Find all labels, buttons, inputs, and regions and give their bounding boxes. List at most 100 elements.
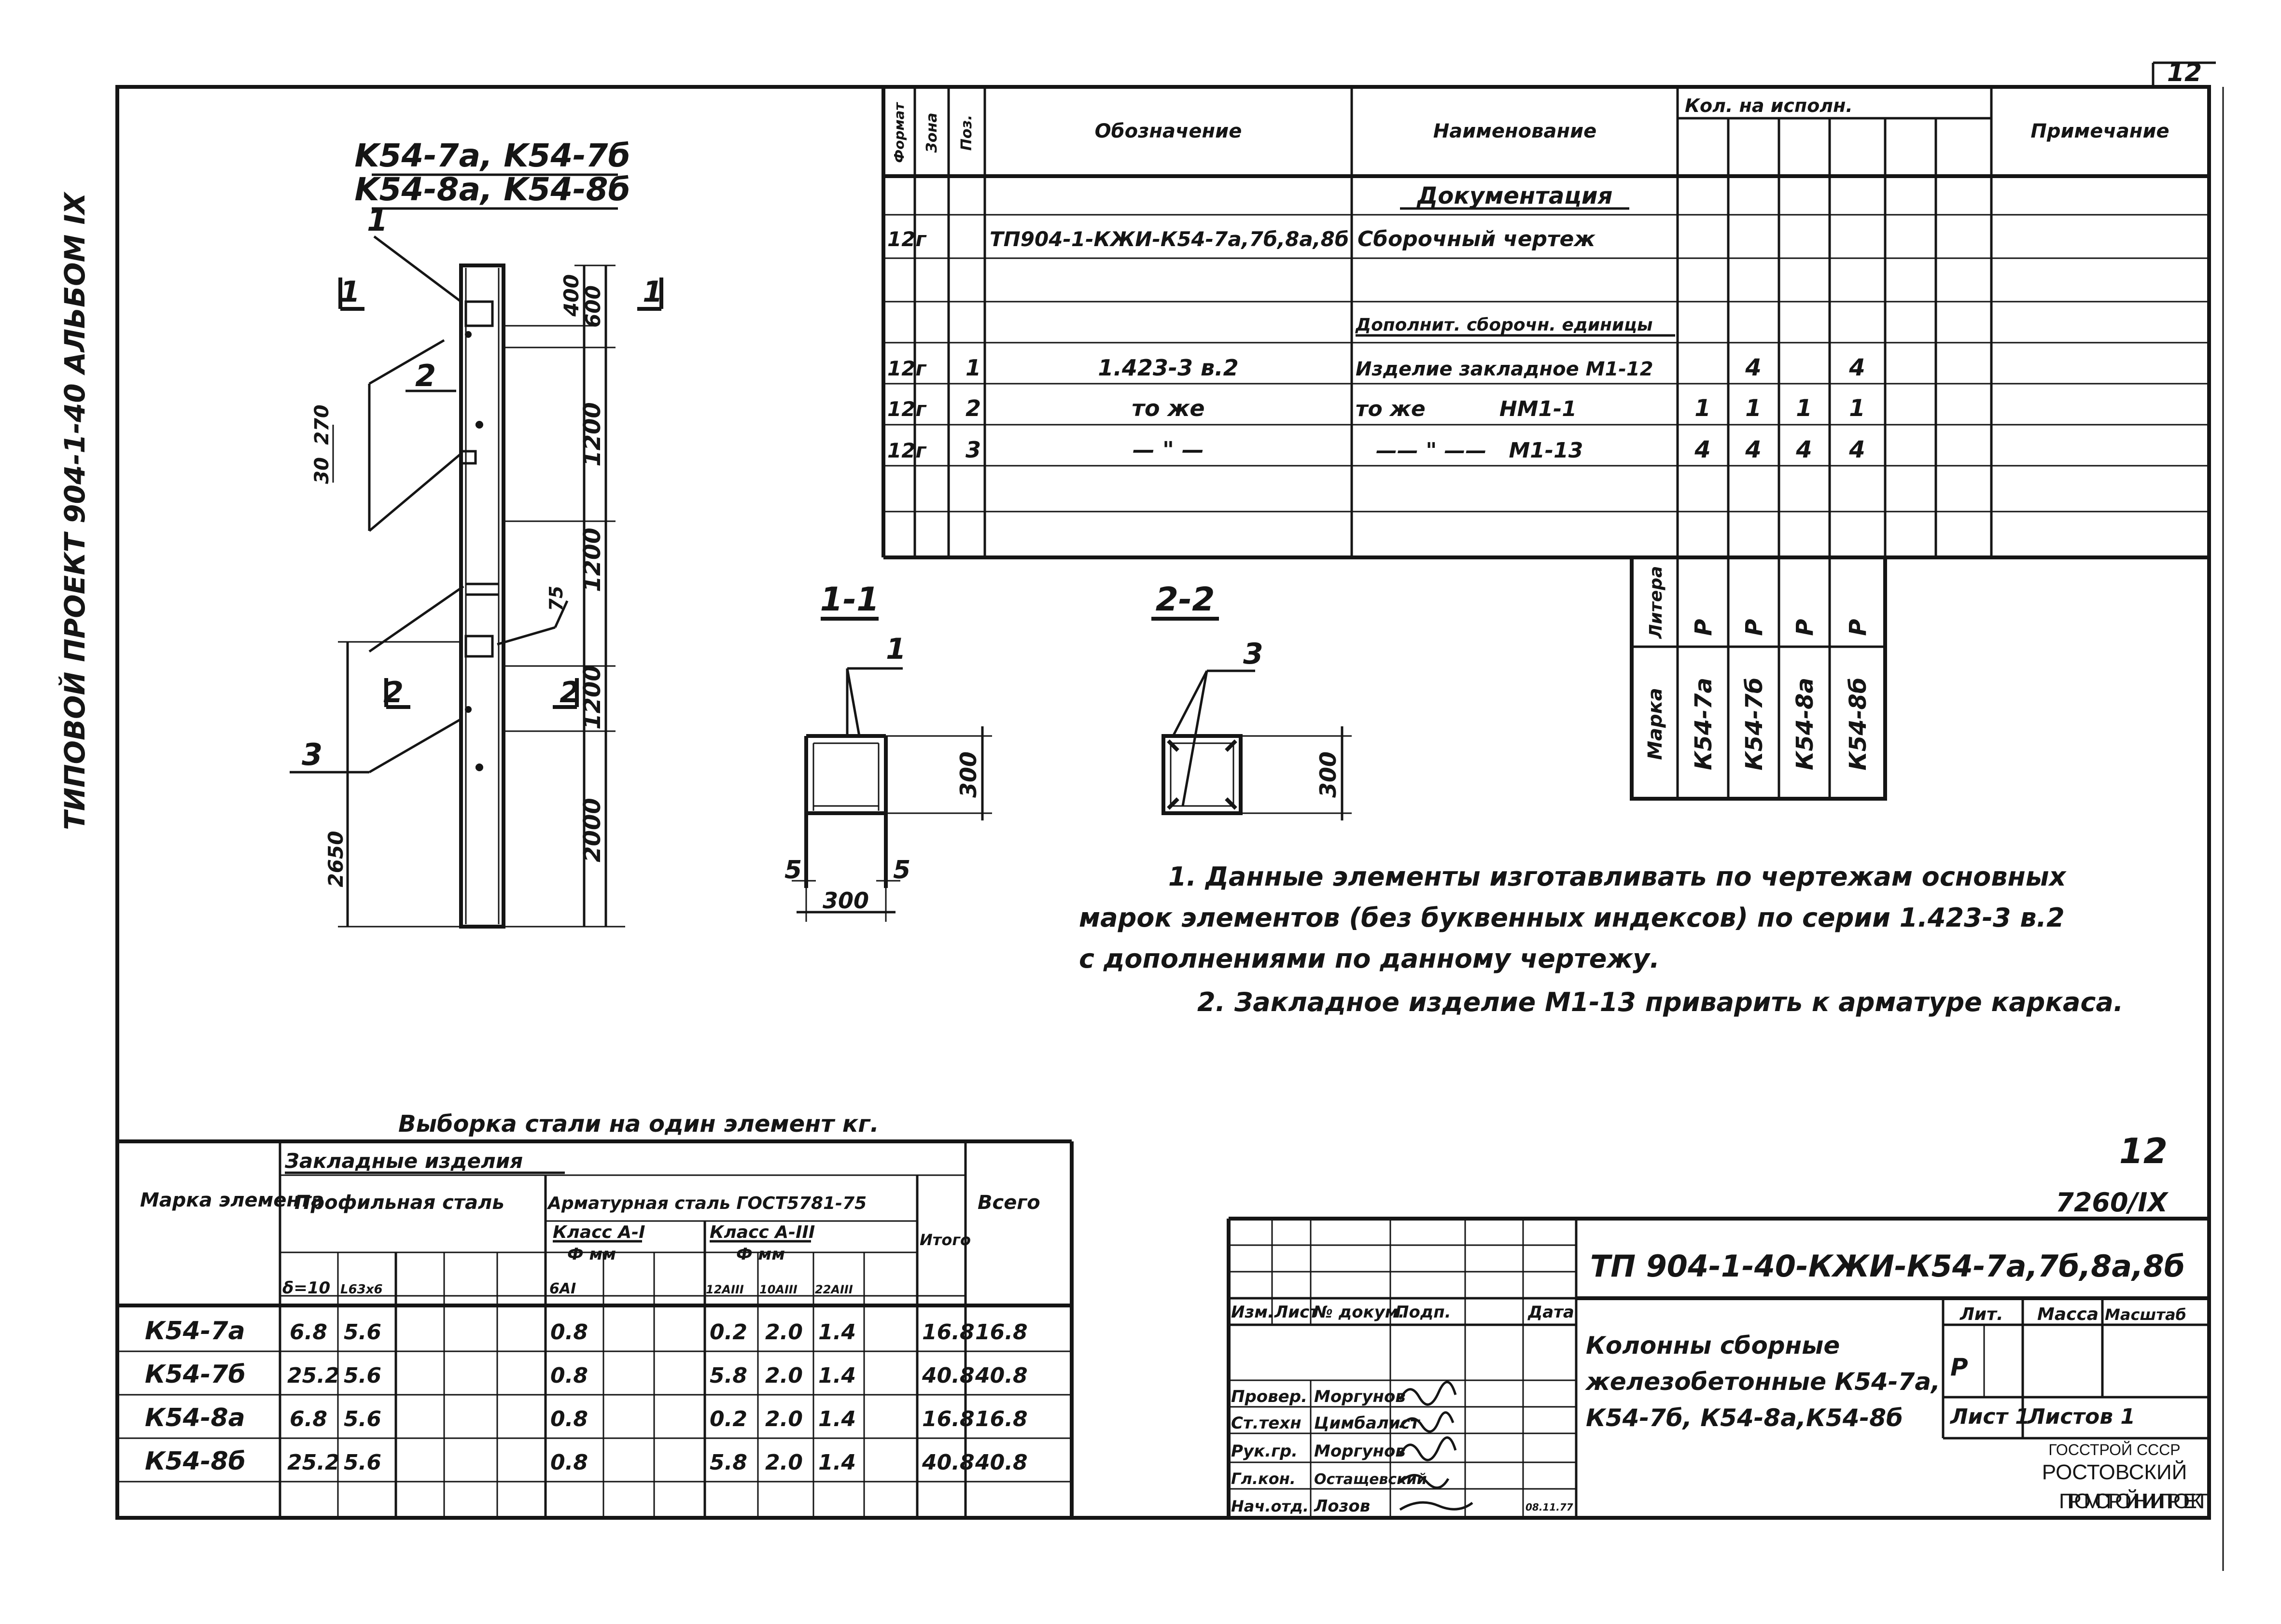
title-sheet: Лист 1 <box>1949 1404 2030 1429</box>
sign-role-1: Провер. <box>1231 1387 1307 1406</box>
steel-subcol-plate: δ=10 <box>282 1278 330 1298</box>
org-line-2: РОСТОВСКИЙ <box>2042 1459 2187 1484</box>
org-line-3: ПРОМСТРОЙНИИПРОЕКТ <box>2059 1488 2209 1513</box>
steel-subcol-angle: L63х6 <box>340 1282 383 1297</box>
steel-row-2-plate: 25.2 <box>287 1363 340 1388</box>
steel-row-4-6ai: 0.8 <box>550 1450 588 1475</box>
spec-header-note: Примечание <box>2030 120 2169 142</box>
steel-row-2-total: 40.8 <box>922 1363 975 1388</box>
spec-header-zone: Зона <box>924 113 940 153</box>
litera-2: Р <box>1741 619 1768 636</box>
callout-3: 3 <box>302 737 322 772</box>
sheet-tag-number: 12 <box>2119 1131 2168 1171</box>
spec-row-6-designation: то же <box>1132 395 1204 421</box>
litera-label: Литера <box>1646 566 1666 639</box>
litera-1: Р <box>1690 619 1717 636</box>
steel-subcol-22aiii: 22AIII <box>815 1283 853 1296</box>
steel-row-1-22aiii: 1.4 <box>818 1320 856 1345</box>
steel-row-1-mark: К54-7а <box>145 1317 245 1346</box>
section-mark-2-right: 2 <box>560 676 580 709</box>
steel-row-4-mark: К54-8б <box>145 1447 246 1476</box>
spec-header-pos: Поз. <box>958 115 975 151</box>
dim-1200-a: 1200 <box>579 402 606 467</box>
dim-2650: 2650 <box>324 831 348 888</box>
header-mass: Масса <box>2037 1305 2099 1324</box>
sign-role-4: Гл.кон. <box>1231 1470 1296 1488</box>
steel-row-2-mark: К54-7б <box>145 1360 246 1389</box>
litera-4: Р <box>1845 619 1872 636</box>
steel-row-3-12aiii: 0.2 <box>710 1407 747 1431</box>
header-scale: Масштаб <box>2105 1305 2186 1324</box>
notes: 1. Данные элементы изготавливать по черт… <box>1079 861 2123 1017</box>
spec-header-qty: Кол. на исполн. <box>1685 95 1853 116</box>
note-line-3: с дополнениями по данному чертежу. <box>1079 944 1660 974</box>
spec-header-format: Формат <box>891 102 907 163</box>
steel-subcol-12aiii: 12AIII <box>706 1283 744 1296</box>
spec-row-5-pos: 1 <box>966 355 981 381</box>
steel-row-2-all: 40.8 <box>975 1363 1028 1388</box>
spec-row-7-qty-3: 4 <box>1795 436 1812 463</box>
section-1-1: 1-1 1 300 300 5 5 <box>784 581 992 922</box>
spec-row-2-designation: ТП904-1-КЖИ-К54-7а,7б,8а,8б <box>990 227 1349 251</box>
steel-header-class-1: Класс А-I <box>553 1222 645 1242</box>
sign-role-5: Нач.отд. <box>1231 1497 1309 1515</box>
product-name-line-2: железобетонные К54-7а, <box>1585 1368 1940 1396</box>
section-1-1-dim-height: 300 <box>955 751 981 798</box>
sign-name-1: Моргунов <box>1314 1387 1406 1406</box>
steel-row-3-mark: К54-8а <box>145 1403 245 1432</box>
spec-row-1-name: Документация <box>1416 182 1613 209</box>
steel-header-embedded: Закладные изделия <box>284 1149 523 1173</box>
note-line-1: 1. Данные элементы изготавливать по черт… <box>1168 861 2067 892</box>
dim-1200-c: 1200 <box>579 665 606 730</box>
steel-row-3-plate: 6.8 <box>290 1407 327 1431</box>
mark-1: К54-7а <box>1690 678 1717 770</box>
title-sheets: Листов 1 <box>2027 1404 2135 1429</box>
change-header-list: Лист <box>1274 1303 1320 1322</box>
sign-name-3: Моргунов <box>1314 1442 1406 1461</box>
section-2-2-dim: 300 <box>1315 751 1341 798</box>
steel-row-2-10aiii: 2.0 <box>765 1363 803 1388</box>
steel-row-2-6ai: 0.8 <box>550 1363 588 1388</box>
note-line-2: марок элементов (без буквенных индексов)… <box>1079 902 2065 933</box>
spec-row-5-name: Изделие закладное М1-12 <box>1356 358 1653 380</box>
steel-row-4-all: 40.8 <box>975 1450 1028 1475</box>
steel-header-rebar: Арматурная сталь ГОСТ5781-75 <box>546 1194 867 1213</box>
title-doc-code: ТП 904-1-40-КЖИ-К54-7а,7б,8а,8б <box>1590 1249 2185 1284</box>
spec-row-7-qty-1: 4 <box>1694 436 1710 463</box>
dim-1200-b: 1200 <box>579 527 606 592</box>
steel-row-2-angle: 5.6 <box>344 1363 381 1388</box>
change-header-sign: Подп. <box>1395 1303 1451 1322</box>
sign-date: 08.11.77 <box>1525 1501 1573 1513</box>
spec-row-5-format: 12г <box>887 357 927 380</box>
spec-header-name: Наименование <box>1433 120 1597 142</box>
callout-1: 1 <box>367 203 388 238</box>
steel-row-1-plate: 6.8 <box>290 1320 327 1345</box>
steel-row-1-total: 16.8 <box>922 1320 975 1345</box>
section-1-1-callout: 1 <box>886 632 906 666</box>
dim-270: 270 <box>311 404 333 445</box>
sign-name-5: Лозов <box>1314 1497 1370 1516</box>
spec-row-6-name: то же НМ1-1 <box>1356 397 1577 421</box>
callout-2: 2 <box>415 358 436 393</box>
section-mark-1-right: 1 <box>643 275 663 309</box>
steel-row-2-22aiii: 1.4 <box>818 1363 856 1388</box>
steel-row-1-6ai: 0.8 <box>550 1320 588 1345</box>
spec-row-5-qty-3: 4 <box>1848 354 1865 381</box>
spec-row-6-qty-1: 1 <box>1694 395 1710 422</box>
section-1-1-dim-5-left: 5 <box>784 856 802 885</box>
steel-row-3-22aiii: 1.4 <box>818 1407 856 1431</box>
steel-row-4-22aiii: 1.4 <box>818 1450 856 1475</box>
section-1-1-title: 1-1 <box>820 581 880 619</box>
steel-header-mm-1: Ф мм <box>567 1245 616 1264</box>
steel-row-4-plate: 25.2 <box>287 1450 340 1475</box>
spec-row-6-pos: 2 <box>966 395 981 421</box>
steel-row-1-10aiii: 2.0 <box>765 1320 803 1345</box>
spec-row-7-designation: — " — <box>1133 437 1204 463</box>
change-header-izm: Изм. <box>1231 1303 1274 1322</box>
steel-row-3-all: 16.8 <box>975 1407 1028 1431</box>
title-lit-value: Р <box>1950 1353 1968 1381</box>
steel-row-4-total: 40.8 <box>922 1450 975 1475</box>
mark-label: Марка <box>1644 688 1666 760</box>
steel-row-1-12aiii: 0.2 <box>710 1320 747 1345</box>
